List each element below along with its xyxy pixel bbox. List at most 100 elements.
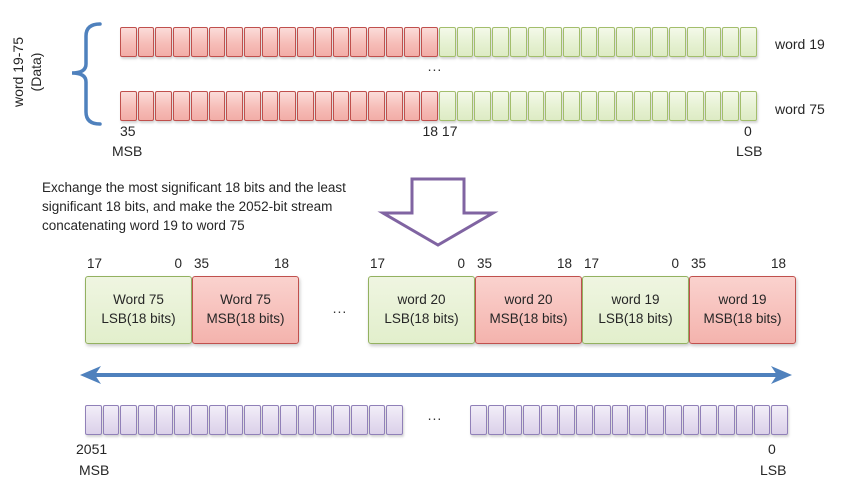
- bit-cell: [190, 91, 208, 121]
- bit-cell: [633, 91, 651, 121]
- bit-cell: [332, 27, 350, 57]
- bit-cell: [687, 91, 704, 121]
- bit-cell: [562, 91, 580, 121]
- instruction-text: Exchange the most significant 18 bits an…: [42, 178, 346, 235]
- bit-cell: [262, 405, 279, 435]
- bit-cell: [244, 27, 261, 57]
- bit-cell: [669, 27, 686, 57]
- msb-label-bottom: MSB: [79, 462, 110, 478]
- bit-cell: [545, 27, 562, 57]
- bit-cell: [438, 91, 456, 121]
- bit-cell: [664, 405, 682, 435]
- double-arrow-icon: [80, 366, 792, 384]
- bit-cell: [137, 91, 155, 121]
- bit-cell: [580, 27, 598, 57]
- bit-cell: [190, 27, 208, 57]
- bit-cell: [368, 405, 386, 435]
- bit-cell: [598, 27, 616, 57]
- word-box-line1: word 20: [397, 292, 446, 308]
- bit-cell: [580, 91, 598, 121]
- instruction-line-2: significant 18 bits, and make the 2052-b…: [42, 199, 333, 214]
- bit-cell: [315, 405, 333, 435]
- bit-cell: [687, 27, 704, 57]
- bit-index-label: 17: [87, 256, 103, 271]
- down-arrow-icon: [377, 177, 499, 247]
- bit-cell: [403, 91, 421, 121]
- bit-cell: [576, 405, 594, 435]
- bit-cell: [456, 27, 474, 57]
- bit-cell: [350, 91, 368, 121]
- word-box-line2: LSB(18 bits): [384, 311, 459, 326]
- bit-cell: [474, 27, 492, 57]
- bit-cell: [155, 91, 173, 121]
- bit-cell: [155, 27, 173, 57]
- bit-cell: [509, 91, 527, 121]
- bit-cell: [616, 27, 633, 57]
- bit-cell: [85, 405, 102, 435]
- bit-cell: [771, 405, 788, 435]
- bit-cell: [611, 405, 629, 435]
- bit-index-label: 0: [671, 256, 679, 271]
- bit-cell: [527, 91, 545, 121]
- bit-cell: [421, 27, 438, 57]
- bit-index-label: 35: [477, 256, 493, 271]
- word-box-line1: word 19: [611, 292, 660, 308]
- bit-cell: [594, 405, 611, 435]
- bit-index-label: 18: [273, 256, 289, 271]
- bit-index-0: 0: [744, 123, 752, 139]
- bit-cell: [261, 91, 279, 121]
- bit-cell: [226, 27, 244, 57]
- word-box-word19-msb: 35 18 word 19 MSB(18 bits): [689, 256, 796, 346]
- bit-cell: [735, 405, 753, 435]
- msb-label-top: MSB: [112, 143, 143, 159]
- word-box-word75-lsb: 17 0 Word 75 LSB(18 bits): [85, 256, 192, 346]
- word-box-line2: MSB(18 bits): [489, 311, 568, 326]
- bit-cell: [333, 405, 350, 435]
- word19-label: word 19: [775, 36, 825, 52]
- bit-cell: [244, 91, 261, 121]
- bit-cell: [297, 405, 315, 435]
- bit-index-label: 0: [174, 256, 182, 271]
- bit-cell: [385, 91, 403, 121]
- bit-cell: [722, 27, 740, 57]
- bit-cell: [208, 91, 226, 121]
- bit-cell: [138, 405, 155, 435]
- bit-cell: [279, 91, 297, 121]
- bit-cell: [456, 91, 474, 121]
- bit-cell: [509, 27, 527, 57]
- bit-cell: [102, 405, 120, 435]
- word75-bit-row: [120, 91, 757, 121]
- bit-cell: [279, 27, 297, 57]
- bit-index-2051: 2051: [76, 441, 108, 457]
- bit-cell: [700, 405, 718, 435]
- ellipsis-middle: ...: [332, 300, 348, 316]
- bit-cell: [173, 91, 190, 121]
- word-box-line1: word 20: [504, 292, 553, 308]
- word-box-line1: Word 75: [113, 292, 164, 308]
- word-box-body: word 20 MSB(18 bits): [475, 276, 582, 344]
- bit-cell: [350, 405, 368, 435]
- bit-cell: [523, 405, 540, 435]
- bit-cell: [545, 91, 562, 121]
- bit-cell: [350, 27, 368, 57]
- bit-cell: [722, 91, 740, 121]
- word-box-line1: Word 75: [220, 292, 271, 308]
- bit-cell: [438, 27, 456, 57]
- word-box-body: word 19 MSB(18 bits): [689, 276, 796, 344]
- bit-index-0-bottom: 0: [768, 441, 776, 457]
- word-box-body: Word 75 LSB(18 bits): [85, 276, 192, 344]
- bit-cell: [598, 91, 616, 121]
- bit-cell: [633, 27, 651, 57]
- bit-cell: [651, 27, 669, 57]
- bit-cell: [244, 405, 262, 435]
- bit-cell: [279, 405, 297, 435]
- stream-bit-row-left: [85, 405, 403, 435]
- bit-cell: [540, 405, 558, 435]
- bit-index-label: 17: [584, 256, 600, 271]
- bit-cell: [261, 27, 279, 57]
- bit-index-label: 18: [556, 256, 572, 271]
- bit-cell: [682, 405, 700, 435]
- side-label-line1: word 19-75: [10, 36, 26, 108]
- word-box-word20-lsb: 17 0 word 20 LSB(18 bits): [368, 256, 475, 346]
